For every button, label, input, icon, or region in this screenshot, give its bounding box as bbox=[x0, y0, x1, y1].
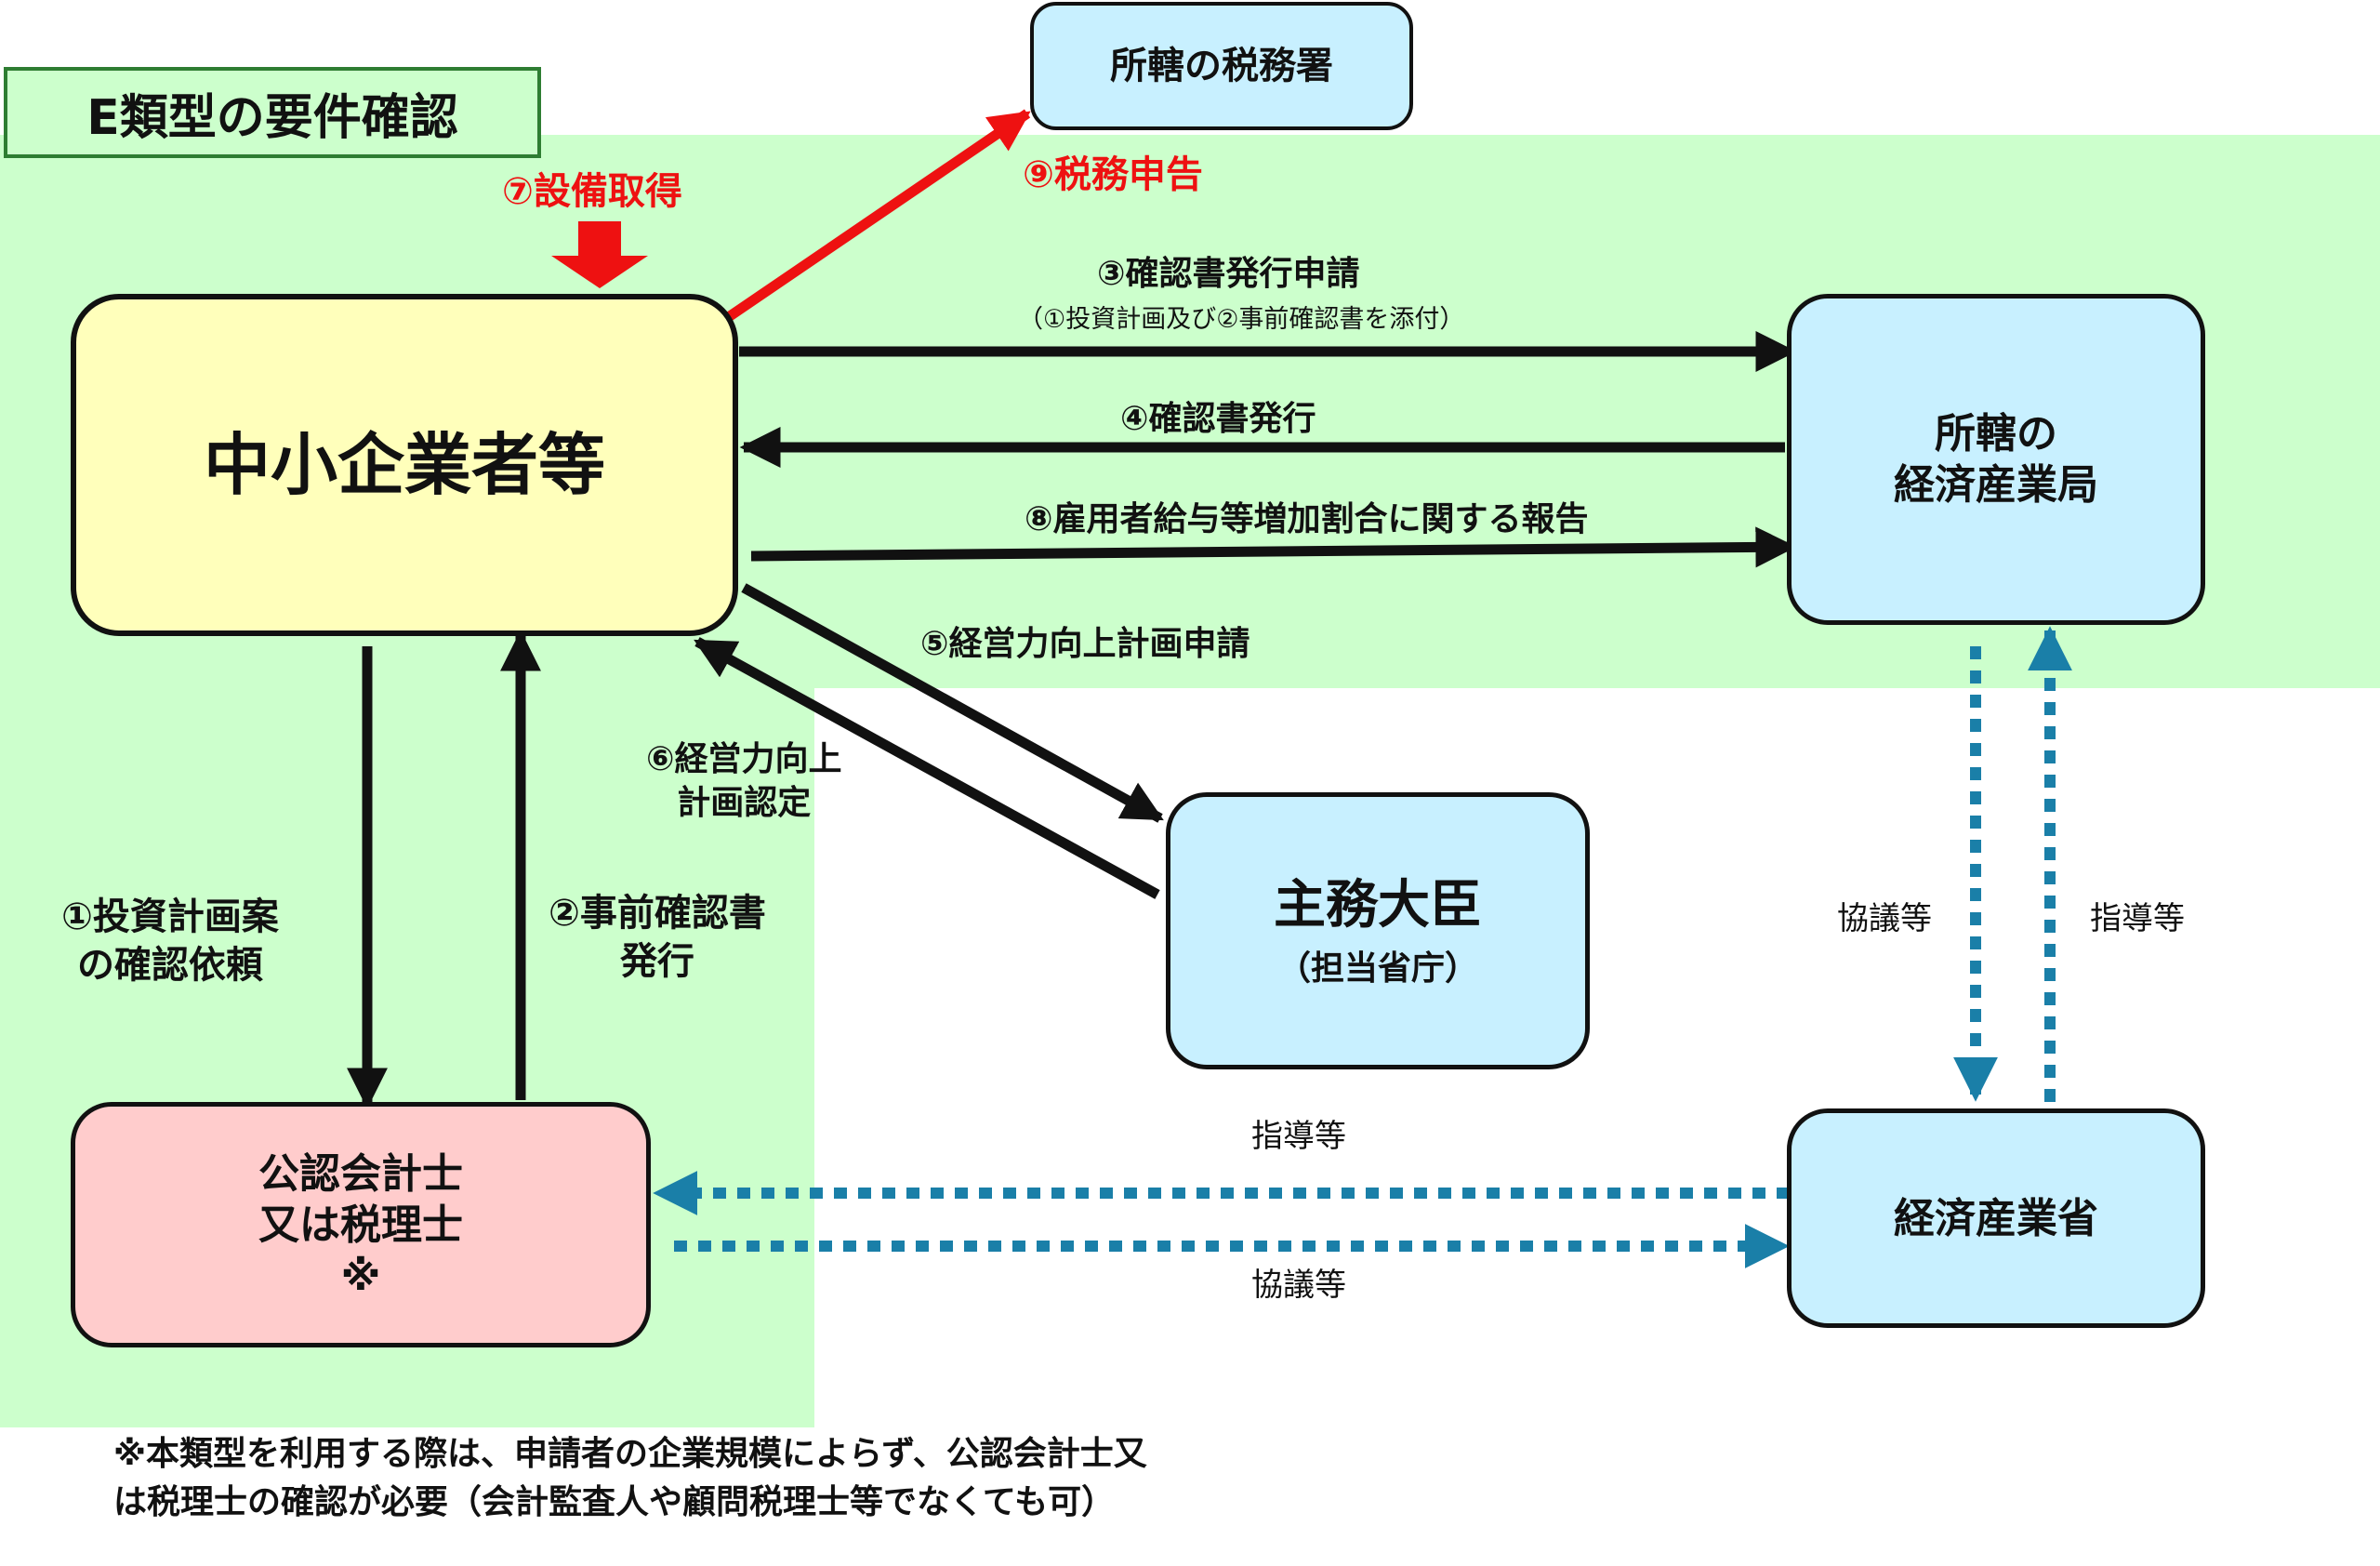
label-step6: ⑥経営力向上 計画認定 bbox=[646, 738, 841, 826]
label-step6-line2: 計画認定 bbox=[677, 783, 812, 822]
label-step1-line2: の確認依頼 bbox=[76, 944, 263, 987]
node-accountant-line2: 又は税理士 bbox=[258, 1201, 463, 1249]
node-sme-label: 中小企業者等 bbox=[203, 426, 605, 504]
footnote-line2: は税理士の確認が必要（会計監査人や顧問税理士等でなくても可） bbox=[113, 1483, 1116, 1522]
label-consult-bureau: 協議等 bbox=[1837, 900, 1932, 937]
arrow-step7 bbox=[551, 221, 648, 288]
arrow-step6 bbox=[694, 637, 1160, 899]
node-bureau-line2: 経済産業局 bbox=[1894, 461, 2098, 509]
node-bureau-line1: 所轄の bbox=[1935, 410, 2057, 458]
label-step8: ⑧雇用者給与等増加割合に関する報告 bbox=[1025, 500, 1589, 538]
label-step5: ⑤経営力向上計画申請 bbox=[920, 625, 1250, 663]
node-bureau: 所轄の 経済産業局 bbox=[1787, 294, 2205, 625]
label-step2-line2: 発行 bbox=[619, 940, 694, 983]
node-meti-label: 経済産業省 bbox=[1894, 1194, 2098, 1242]
diagram-title: E類型の要件確認 bbox=[4, 67, 541, 158]
label-step1-line1: ①投資計画案 bbox=[61, 896, 279, 938]
node-sme: 中小企業者等 bbox=[71, 294, 738, 636]
node-accountant-mark: ※ bbox=[340, 1252, 381, 1300]
arrow-step5 bbox=[741, 583, 1164, 823]
node-accountant: 公認会計士 又は税理士 ※ bbox=[71, 1102, 651, 1347]
node-minister-main: 主務大臣 bbox=[1274, 874, 1482, 936]
label-step9: ⑨税務申告 bbox=[1023, 153, 1203, 196]
label-step4: ④確認書発行 bbox=[1120, 400, 1316, 438]
label-guide-bureau: 指導等 bbox=[2090, 900, 2185, 937]
label-consult-accountant: 協議等 bbox=[1251, 1267, 1346, 1304]
label-step3: ③確認書発行申請 bbox=[1097, 255, 1360, 293]
node-meti: 経済産業省 bbox=[1787, 1108, 2205, 1328]
node-minister-sub: （担当省庁） bbox=[1276, 949, 1478, 988]
label-step6-line1: ⑥経営力向上 bbox=[646, 740, 842, 778]
label-step7: ⑦設備取得 bbox=[502, 170, 682, 213]
node-tax-office: 所轄の税務署 bbox=[1030, 2, 1413, 130]
label-step1: ①投資計画案 の確認依頼 bbox=[61, 893, 279, 989]
label-guide-accountant: 指導等 bbox=[1251, 1118, 1346, 1155]
footnote-line1: ※本類型を利用する際は、申請者の企業規模によらず、公認会計士又 bbox=[113, 1435, 1147, 1473]
arrow-step8 bbox=[750, 526, 1797, 568]
node-accountant-line1: 公認会計士 bbox=[258, 1149, 463, 1198]
label-step3-sub: （①投資計画及び②事前確認書を添付） bbox=[1018, 305, 1465, 334]
label-step2-line1: ②事前確認書 bbox=[549, 892, 766, 935]
node-minister: 主務大臣 （担当省庁） bbox=[1166, 792, 1590, 1069]
label-step2: ②事前確認書 発行 bbox=[549, 889, 766, 986]
node-tax-office-label: 所轄の税務署 bbox=[1110, 45, 1333, 87]
arrow-step9 bbox=[726, 109, 1031, 321]
footnote: ※本類型を利用する際は、申請者の企業規模によらず、公認会計士又 は税理士の確認が… bbox=[113, 1430, 1147, 1527]
